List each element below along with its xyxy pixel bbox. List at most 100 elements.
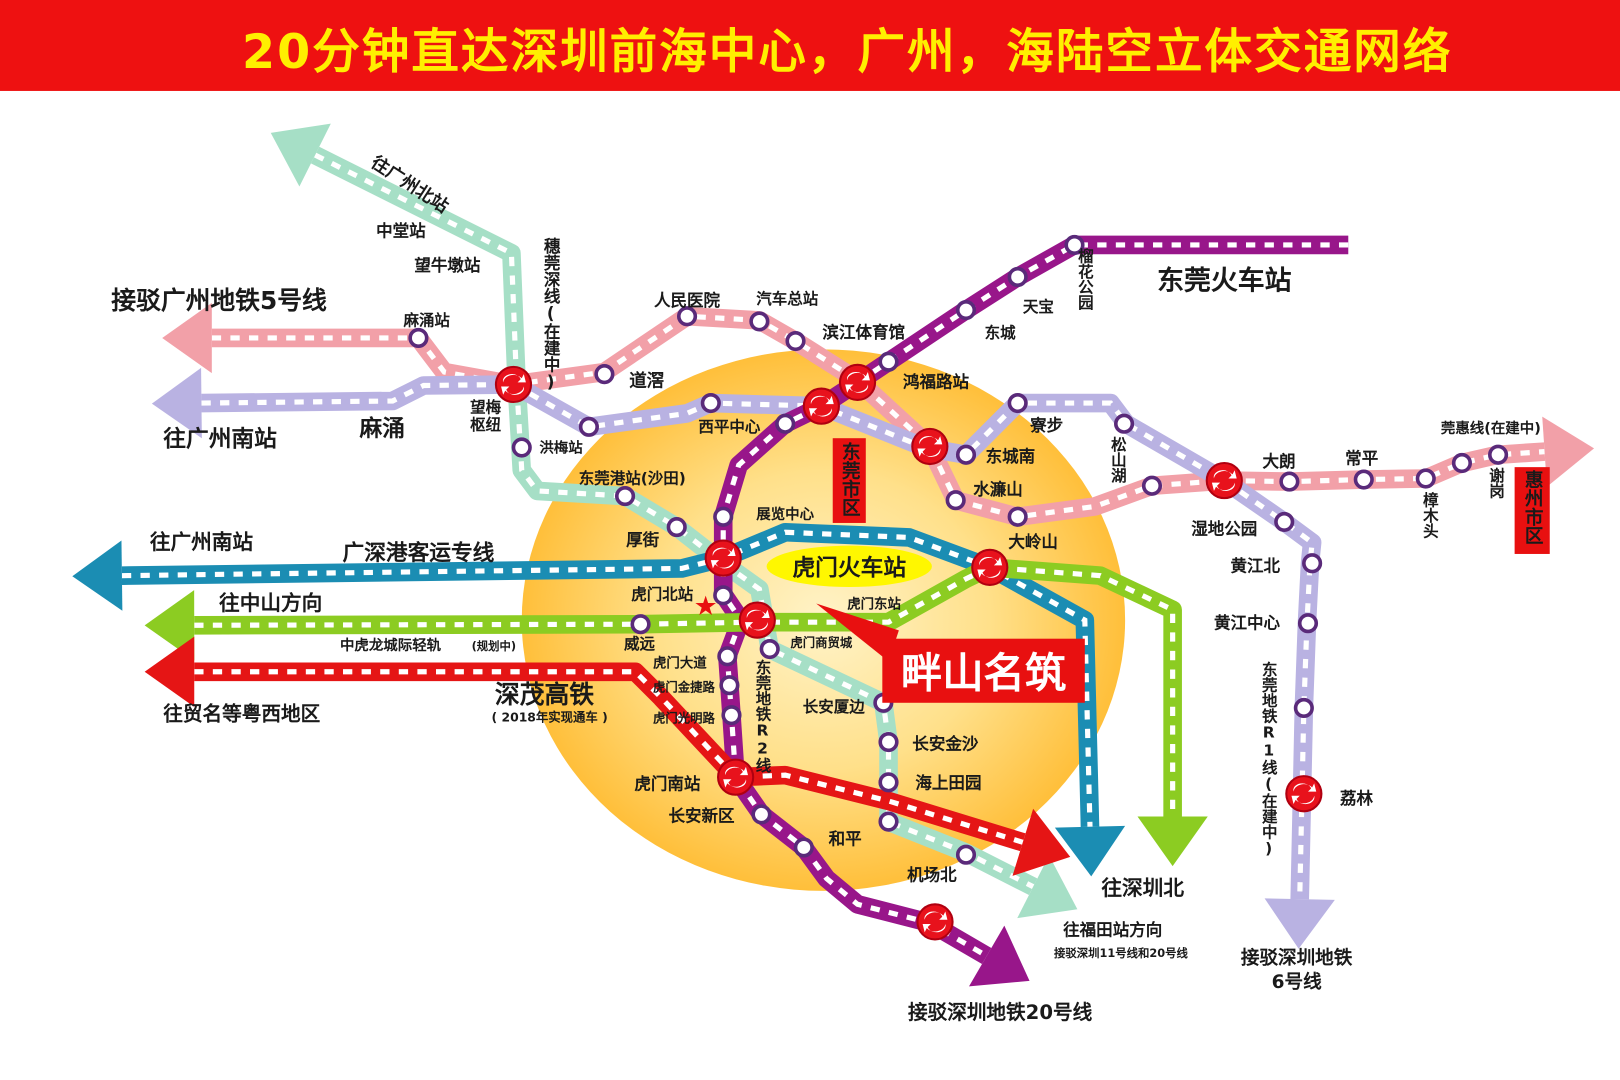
station-circle-icon	[1064, 234, 1085, 256]
label-huangjiang-center: 黄江中心	[1214, 612, 1281, 632]
label-gz-metro5: 接驳广州地铁5号线	[111, 286, 327, 315]
label-r2-line: 东莞地铁R2线	[753, 658, 771, 774]
label-to-gz-south-2: 往广州南站	[150, 530, 254, 554]
purple-r2-line-end-arrow-icon	[969, 925, 1030, 987]
station-circle-icon	[793, 837, 814, 858]
label-binjiang: 滨江体育馆	[822, 322, 905, 342]
label-songshanhu: 松山湖	[1109, 435, 1127, 484]
station-circle-icon	[955, 844, 977, 865]
green-zhl-line-start-arrow-icon	[144, 590, 195, 661]
label-xiping: 西平中心	[698, 417, 760, 436]
header-banner	[0, 0, 1620, 91]
station-circle-icon	[713, 506, 734, 527]
label-sz-metro6-1: 接驳深圳地铁	[1241, 947, 1353, 969]
label-hongmei: 洪梅站	[539, 439, 583, 457]
station-circle-icon	[511, 437, 532, 458]
label-machong: 麻涌	[359, 415, 405, 442]
interchange-icon	[802, 387, 840, 425]
station-circle-icon	[721, 705, 742, 726]
label-wetland: 湿地公园	[1191, 518, 1257, 538]
label-to-futian: 往福田站方向	[1063, 919, 1162, 939]
label-sz-metro20: 接驳深圳地铁20号线	[908, 1001, 1093, 1024]
teal-line-dash	[313, 152, 1035, 890]
label-xiegang: 谢岗	[1487, 466, 1505, 499]
station-circle-icon	[1302, 553, 1323, 574]
interchange-icon	[911, 427, 949, 466]
label-shenmao-note: ( 2018年实现通车 )	[492, 709, 608, 724]
station-circle-icon	[945, 490, 966, 511]
project-star-icon: ★	[694, 591, 718, 622]
station-circle-icon	[1274, 511, 1295, 532]
label-project: 畔山名筑	[901, 649, 1066, 697]
label-to-sz-north: 往深圳北	[1101, 876, 1184, 900]
page-title: 20分钟直达深圳前海中心，广州，海陆空立体交通网络	[242, 25, 1452, 80]
station-circle-icon	[1488, 444, 1509, 465]
label-daojiao: 道滘	[629, 371, 664, 392]
green-zhl-line-end-arrow-icon	[1137, 816, 1208, 867]
station-circle-icon	[1007, 392, 1028, 414]
lavender-line-end-arrow-icon	[1264, 898, 1335, 949]
station-circle-icon	[1141, 475, 1163, 496]
label-hongfu: 鸿福路站	[903, 372, 970, 392]
station-circle-icon	[785, 330, 806, 352]
label-liuhua: 榴花公园	[1076, 247, 1094, 311]
station-circle-icon	[717, 646, 738, 667]
pink-line-start-arrow-icon	[162, 302, 212, 374]
station-circle-icon	[1415, 468, 1436, 489]
station-circle-icon	[719, 675, 740, 696]
station-circle-icon	[578, 416, 599, 437]
label-humen-mall: 虎门商贸城	[790, 635, 852, 650]
label-zhl: 中虎龙城际轻轨	[340, 636, 442, 654]
label-humen-jinjie: 虎门金捷路	[653, 679, 715, 694]
station-circle-icon	[630, 614, 651, 635]
label-dg-rail: 东莞火车站	[1157, 264, 1291, 296]
station-circle-icon	[749, 311, 770, 332]
station-circle-icon	[878, 731, 899, 753]
interchange-icon	[738, 601, 776, 639]
station-circle-icon	[713, 585, 734, 606]
dg-city-box	[832, 438, 866, 523]
label-huangjiang-north: 黄江北	[1231, 556, 1281, 576]
interchange-icon	[704, 539, 742, 577]
label-dg-port: 东莞港站(沙田)	[579, 469, 686, 488]
interchange-icon	[1205, 461, 1243, 500]
station-circle-icon	[955, 444, 977, 465]
label-zhangmutou: 樟木头	[1421, 491, 1440, 540]
label-expo: 展览中心	[756, 505, 814, 523]
station-circle-icon	[759, 638, 780, 660]
blue-gsg-line-dash	[121, 529, 1093, 827]
label-machong-station: 麻涌站	[402, 311, 450, 330]
station-circle-icon	[594, 364, 615, 385]
label-changping: 常平	[1345, 448, 1378, 468]
station-circle-icon	[676, 306, 698, 327]
humen-rail-highlight	[766, 545, 932, 588]
station-circle-icon	[878, 772, 899, 793]
label-shuilian: 水濂山	[973, 479, 1023, 499]
label-weiyuan: 威远	[624, 634, 655, 653]
station-circle-icon	[1293, 697, 1314, 719]
blue-gsg-line-end-arrow-icon	[1054, 825, 1126, 877]
label-renmin-hospital: 人民医院	[654, 290, 721, 310]
label-to-zhongshan: 往中山方向	[219, 591, 322, 615]
blue-gsg-line-start-arrow-icon	[72, 540, 123, 611]
station-circle-icon	[1007, 506, 1028, 527]
lavender-line-start-arrow-icon	[151, 367, 202, 439]
label-humen-guangming: 虎门光明路	[653, 710, 715, 725]
label-wangmei-2: 枢纽	[470, 415, 501, 434]
station-circle-icon	[1114, 413, 1135, 434]
label-gsg: 广深港客运专线	[343, 540, 495, 566]
label-changan-new: 长安新区	[668, 806, 735, 826]
station-circle-icon	[955, 299, 977, 321]
station-circle-icon	[878, 811, 899, 832]
station-circle-icon	[775, 413, 796, 434]
green-zhl-line-dash	[194, 564, 1176, 817]
station-circle-icon	[408, 327, 429, 349]
label-haishang: 海上田园	[915, 773, 981, 793]
station-circle-icon	[1353, 469, 1374, 490]
station-circle-icon	[666, 517, 687, 538]
station-circle-icon	[1297, 613, 1319, 634]
label-dalingshan: 大岭山	[1008, 532, 1058, 552]
label-humen-avenue: 虎门大道	[653, 655, 707, 672]
label-humen-north: 虎门北站	[631, 584, 693, 603]
